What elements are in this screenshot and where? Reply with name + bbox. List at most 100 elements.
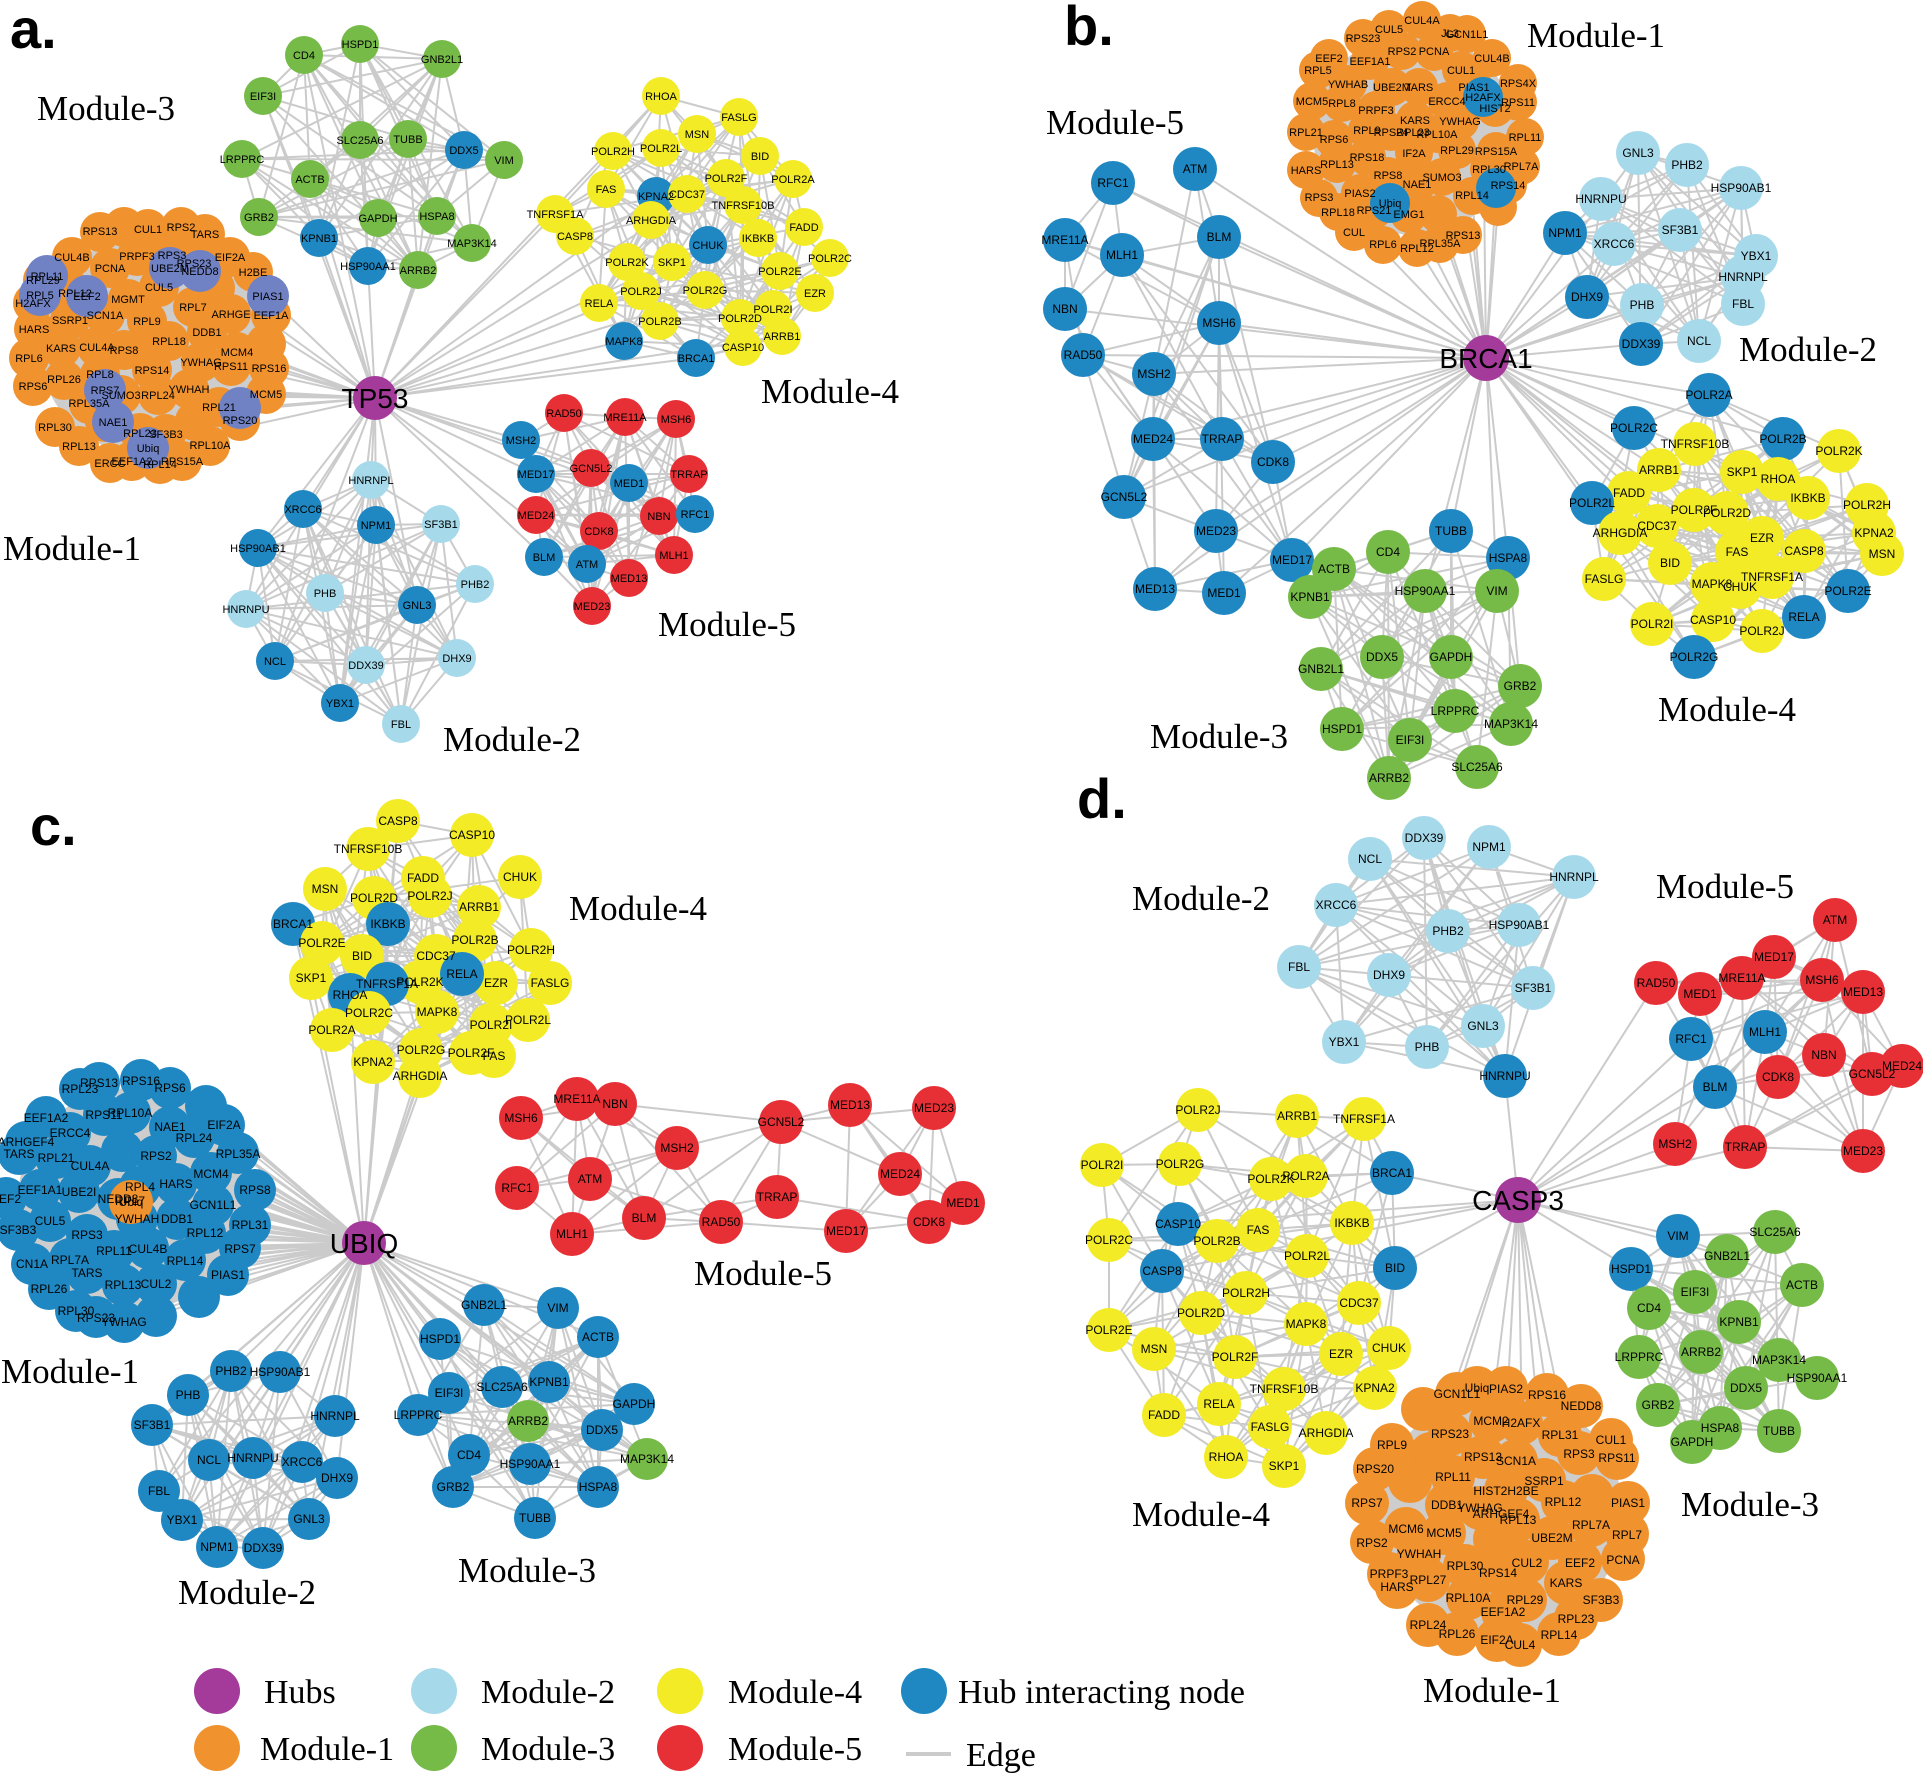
svg-text:MRE11A: MRE11A [1041, 233, 1088, 247]
svg-text:CDK8: CDK8 [1257, 455, 1289, 469]
svg-text:EIF3I: EIF3I [1681, 1285, 1710, 1299]
svg-text:MSH2: MSH2 [1658, 1137, 1692, 1151]
svg-text:RPL31: RPL31 [232, 1218, 269, 1232]
svg-text:DDX5: DDX5 [1366, 650, 1398, 664]
svg-text:RPS3: RPS3 [1563, 1447, 1595, 1461]
svg-text:KPNB1: KPNB1 [1290, 590, 1330, 604]
svg-text:MCM4: MCM4 [193, 1167, 229, 1181]
svg-text:YWHAG: YWHAG [1457, 1501, 1502, 1515]
svg-text:Module-1: Module-1 [260, 1731, 394, 1768]
svg-text:TRRAP: TRRAP [1202, 432, 1243, 446]
svg-text:ARRB1: ARRB1 [459, 900, 499, 914]
svg-text:RPL12: RPL12 [1545, 1495, 1582, 1509]
svg-text:RPL14: RPL14 [1455, 190, 1489, 202]
svg-text:HSP90AB1: HSP90AB1 [1489, 918, 1550, 932]
svg-text:GNB2L1: GNB2L1 [1704, 1249, 1750, 1263]
svg-text:YWHAG: YWHAG [180, 357, 222, 369]
svg-text:RPL9: RPL9 [1353, 125, 1381, 137]
svg-text:POLR2D: POLR2D [1703, 506, 1751, 520]
svg-text:CUL2: CUL2 [1512, 1556, 1543, 1570]
svg-text:POLR2F: POLR2F [1671, 503, 1718, 517]
svg-text:NAE1: NAE1 [1403, 179, 1432, 191]
svg-text:Module-2: Module-2 [443, 720, 581, 759]
svg-text:RPL23: RPL23 [123, 428, 157, 440]
svg-text:POLR2A: POLR2A [1685, 388, 1732, 402]
svg-text:RPL30: RPL30 [38, 422, 72, 434]
svg-text:HARS: HARS [1291, 165, 1322, 177]
svg-text:NCL: NCL [1687, 334, 1711, 348]
svg-text:b.: b. [1064, 0, 1114, 57]
svg-text:TNFRSF10B: TNFRSF10B [334, 842, 403, 856]
svg-text:PRPF3: PRPF3 [1358, 105, 1393, 117]
svg-text:MLH1: MLH1 [556, 1227, 588, 1241]
svg-text:ERCC4: ERCC4 [50, 1126, 91, 1140]
svg-text:RPL18: RPL18 [1321, 207, 1355, 219]
svg-text:EEF2: EEF2 [73, 291, 101, 303]
svg-text:EZR: EZR [1750, 531, 1774, 545]
svg-text:JL3: JL3 [1441, 28, 1459, 40]
svg-text:MSN: MSN [1869, 547, 1896, 561]
svg-text:ARHGDIA: ARHGDIA [393, 1069, 448, 1083]
svg-text:RPL5: RPL5 [1304, 65, 1332, 77]
svg-text:PIAS2: PIAS2 [1489, 1382, 1523, 1396]
svg-text:POLR2G: POLR2G [1670, 650, 1719, 664]
svg-text:SUMO3: SUMO3 [101, 390, 140, 402]
svg-text:Module-2: Module-2 [178, 1573, 316, 1612]
svg-text:POLR2C: POLR2C [1610, 421, 1658, 435]
svg-text:RAD50: RAD50 [702, 1215, 741, 1229]
svg-text:CUL4B: CUL4B [1474, 53, 1509, 65]
svg-text:MAP3K14: MAP3K14 [620, 1452, 674, 1466]
svg-text:POLR2K: POLR2K [396, 975, 443, 989]
svg-text:TUBB: TUBB [1435, 524, 1467, 538]
svg-text:DHX9: DHX9 [321, 1471, 353, 1485]
svg-text:SCN1A: SCN1A [87, 310, 124, 322]
svg-text:ACTB: ACTB [1318, 562, 1350, 576]
svg-text:RPL26: RPL26 [1439, 1627, 1476, 1641]
svg-text:MCM2: MCM2 [1473, 1414, 1509, 1428]
svg-text:RAD50: RAD50 [546, 408, 581, 420]
svg-text:RPS14: RPS14 [135, 365, 170, 377]
svg-text:POLR2C: POLR2C [345, 1006, 393, 1020]
svg-text:RPL9: RPL9 [1377, 1438, 1407, 1452]
svg-text:NAE1: NAE1 [99, 417, 128, 429]
svg-text:HARS: HARS [1380, 1580, 1413, 1594]
svg-text:ARHGEF4: ARHGEF4 [1473, 1507, 1530, 1521]
svg-text:DHX9: DHX9 [1373, 968, 1405, 982]
svg-text:SKP1: SKP1 [296, 971, 327, 985]
svg-text:HSP90AB1: HSP90AB1 [250, 1365, 311, 1379]
svg-text:RPS4X: RPS4X [1500, 78, 1537, 90]
svg-text:KPNA2: KPNA2 [1355, 1381, 1395, 1395]
svg-text:RPL7A: RPL7A [1572, 1518, 1610, 1532]
svg-text:SF3B1: SF3B1 [424, 519, 458, 531]
svg-text:RPL29: RPL29 [26, 275, 60, 287]
svg-text:TARS: TARS [3, 1147, 34, 1161]
svg-text:HSPA8: HSPA8 [579, 1480, 618, 1494]
svg-text:POLR2F: POLR2F [705, 173, 748, 185]
svg-text:CASP10: CASP10 [1690, 613, 1736, 627]
svg-text:FASLG: FASLG [721, 112, 756, 124]
svg-text:RPL23: RPL23 [62, 1082, 99, 1096]
svg-text:RAD50: RAD50 [1064, 348, 1103, 362]
svg-text:KARS: KARS [1400, 115, 1430, 127]
svg-text:PCNA: PCNA [1419, 46, 1450, 58]
svg-text:TP53: TP53 [342, 383, 409, 414]
svg-text:CDC37: CDC37 [416, 949, 456, 963]
svg-text:MCM5: MCM5 [1296, 96, 1328, 108]
svg-text:RPL10A: RPL10A [1417, 129, 1459, 141]
svg-text:MSH6: MSH6 [661, 414, 692, 426]
svg-text:UBIQ: UBIQ [330, 1228, 398, 1259]
svg-text:ARRB1: ARRB1 [1639, 463, 1679, 477]
svg-text:RPS20: RPS20 [1356, 1462, 1394, 1476]
svg-text:CASP3: CASP3 [1472, 1185, 1564, 1216]
svg-text:ARHGE: ARHGE [211, 309, 250, 321]
svg-text:RHOA: RHOA [333, 988, 368, 1002]
svg-text:DDB1: DDB1 [161, 1212, 193, 1226]
svg-text:BID: BID [352, 949, 372, 963]
svg-text:POLR2I: POLR2I [1081, 1158, 1124, 1172]
svg-text:RPS7: RPS7 [91, 385, 120, 397]
svg-text:CD4: CD4 [293, 50, 315, 62]
svg-text:CD4: CD4 [1376, 545, 1400, 559]
svg-text:KARS: KARS [46, 343, 76, 355]
svg-text:RPL24: RPL24 [1410, 1618, 1447, 1632]
svg-text:Module-1: Module-1 [1527, 16, 1665, 55]
